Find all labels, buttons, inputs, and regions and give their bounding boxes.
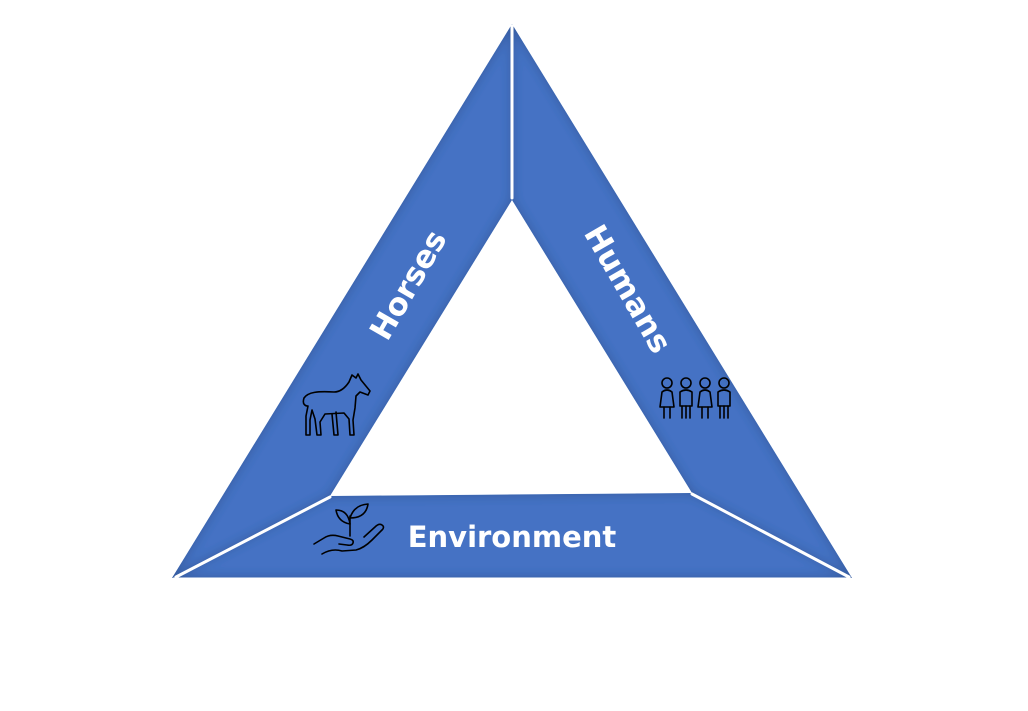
segment-horses	[172, 24, 512, 578]
hand-plant-icon	[313, 503, 385, 555]
people-group-icon	[659, 377, 731, 419]
segment-humans	[512, 24, 852, 578]
horse-icon	[302, 373, 371, 436]
label-environment: Environment	[408, 520, 617, 554]
seam-right	[690, 492, 851, 579]
seam-left	[174, 495, 332, 579]
segment-environment	[172, 493, 852, 578]
